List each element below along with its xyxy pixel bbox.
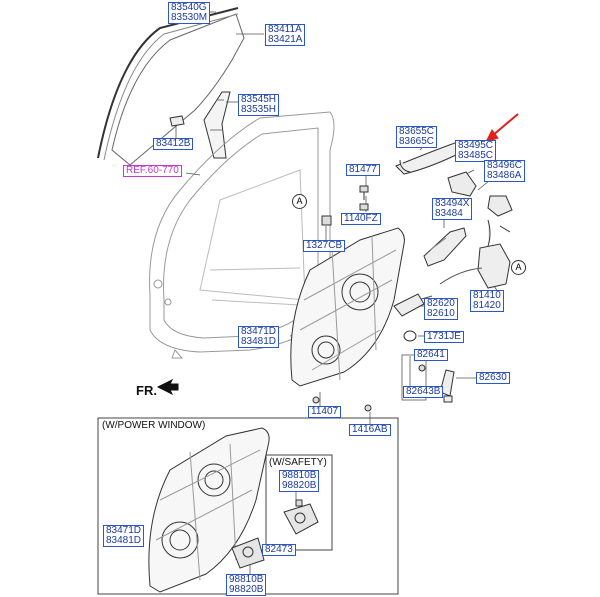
door-glass (97, 7, 245, 166)
callout-83545H-83535H[interactable]: 83545H 83535H (238, 94, 280, 116)
highlighted-part-number: 83495C (458, 140, 494, 151)
callout-82620-82610[interactable]: 82620 82610 (424, 298, 458, 320)
fasteners (295, 185, 426, 507)
part-number: 83471D (106, 525, 142, 536)
callout-82643B[interactable]: 82643B (403, 386, 444, 398)
reference-number: REF.60-770 (126, 165, 179, 176)
callout-83495C-83485C[interactable]: 83495C 83485C (455, 140, 497, 162)
callout-83471D-83481D-lower[interactable]: 83471D 83481D (103, 525, 145, 547)
callout-81410-81420[interactable]: 81410 81420 (470, 290, 504, 312)
view-marker-a: A (292, 194, 307, 209)
part-number: 82643B (406, 386, 441, 397)
callout-11407[interactable]: 11407 (308, 406, 342, 418)
part-number: 11407 (311, 406, 339, 417)
glass-clip (169, 115, 185, 127)
callout-83471D-83481D-upper[interactable]: 83471D 83481D (238, 326, 280, 348)
callout-82641[interactable]: 82641 (414, 349, 448, 361)
inside-handle (423, 227, 467, 267)
callout-83540G-83530M[interactable]: 83540G 83530M (168, 2, 211, 24)
part-number: 83496C (487, 160, 523, 171)
callout-83494X-83484[interactable]: 83494X 83484 (432, 198, 473, 220)
part-number: 83494X (435, 198, 470, 209)
part-number: 1731JE (427, 331, 461, 342)
part-number: 83545H (241, 94, 277, 105)
part-number: 83540G (171, 2, 207, 13)
callout-1731JE[interactable]: 1731JE (424, 331, 464, 343)
grommet (403, 330, 417, 342)
callout-1140FZ[interactable]: 1140FZ (341, 213, 381, 225)
part-number: 83412B (156, 138, 191, 149)
front-arrow (156, 378, 179, 396)
view-marker-a: A (511, 260, 526, 275)
handle-mechanism (447, 171, 513, 217)
part-number: 98810B (229, 574, 264, 585)
part-number: 83530M (171, 12, 208, 23)
window-motor-safety (283, 503, 319, 535)
part-number: 83421A (268, 34, 303, 45)
window-motor (231, 537, 265, 569)
part-number: 83486A (487, 170, 522, 181)
part-number: 98820B (282, 480, 317, 491)
part-number: 1327CB (306, 240, 343, 251)
power-window-panel (148, 427, 270, 593)
front-direction-label: FR. (136, 383, 157, 398)
part-number: 98820B (229, 584, 264, 595)
callout-ref-60-770[interactable]: REF.60-770 (123, 165, 182, 177)
inside-grip (393, 293, 425, 317)
part-number: 83655C (399, 126, 435, 137)
part-number: 82641 (417, 349, 445, 360)
callout-83496C-83486A[interactable]: 83496C 83486A (484, 160, 526, 182)
callout-81477[interactable]: 81477 (346, 164, 380, 176)
callout-1327CB[interactable]: 1327CB (303, 240, 346, 252)
part-number: 1416AB (352, 424, 388, 435)
callout-98810B-98820B-safety[interactable]: 98810B 98820B (279, 470, 320, 492)
callout-83412B[interactable]: 83412B (153, 138, 194, 150)
callout-1416AB[interactable]: 1416AB (349, 424, 391, 436)
part-number: 81410 (473, 290, 501, 301)
part-number: 83485C (458, 150, 494, 161)
highlight-arrow (485, 113, 519, 143)
part-number: 81420 (473, 300, 501, 311)
part-number: 83665C (399, 136, 435, 147)
door-latch (477, 219, 511, 289)
callout-82473[interactable]: 82473 (262, 544, 296, 556)
part-number: 83481D (106, 535, 142, 546)
lever-bracket (439, 369, 455, 403)
part-number: 82630 (479, 372, 507, 383)
part-number: 83411A (268, 24, 302, 35)
part-number: 82620 (427, 298, 455, 309)
part-number: 81477 (349, 164, 377, 175)
door-module-panel (290, 227, 405, 387)
callout-98810B-98820B[interactable]: 98810B 98820B (226, 574, 267, 596)
callout-83655C-83665C[interactable]: 83655C 83665C (396, 126, 438, 148)
callout-82630[interactable]: 82630 (476, 372, 510, 384)
part-number: 83471D (241, 326, 277, 337)
part-number: 83535H (241, 104, 277, 115)
part-number: 83484 (435, 208, 463, 219)
part-number: 98810B (282, 470, 317, 481)
part-number: 82610 (427, 308, 455, 319)
callout-83411A-83421A[interactable]: 83411A 83421A (265, 24, 306, 46)
part-number: 1140FZ (344, 213, 378, 224)
rear-channel (203, 91, 231, 159)
power-window-caption: (W/POWER WINDOW) (102, 420, 206, 431)
part-number: 83481D (241, 336, 277, 347)
door-body (149, 111, 335, 359)
safety-frame (265, 454, 333, 551)
part-number: 82473 (265, 544, 293, 555)
safety-caption: (W/SAFETY) (269, 457, 327, 468)
